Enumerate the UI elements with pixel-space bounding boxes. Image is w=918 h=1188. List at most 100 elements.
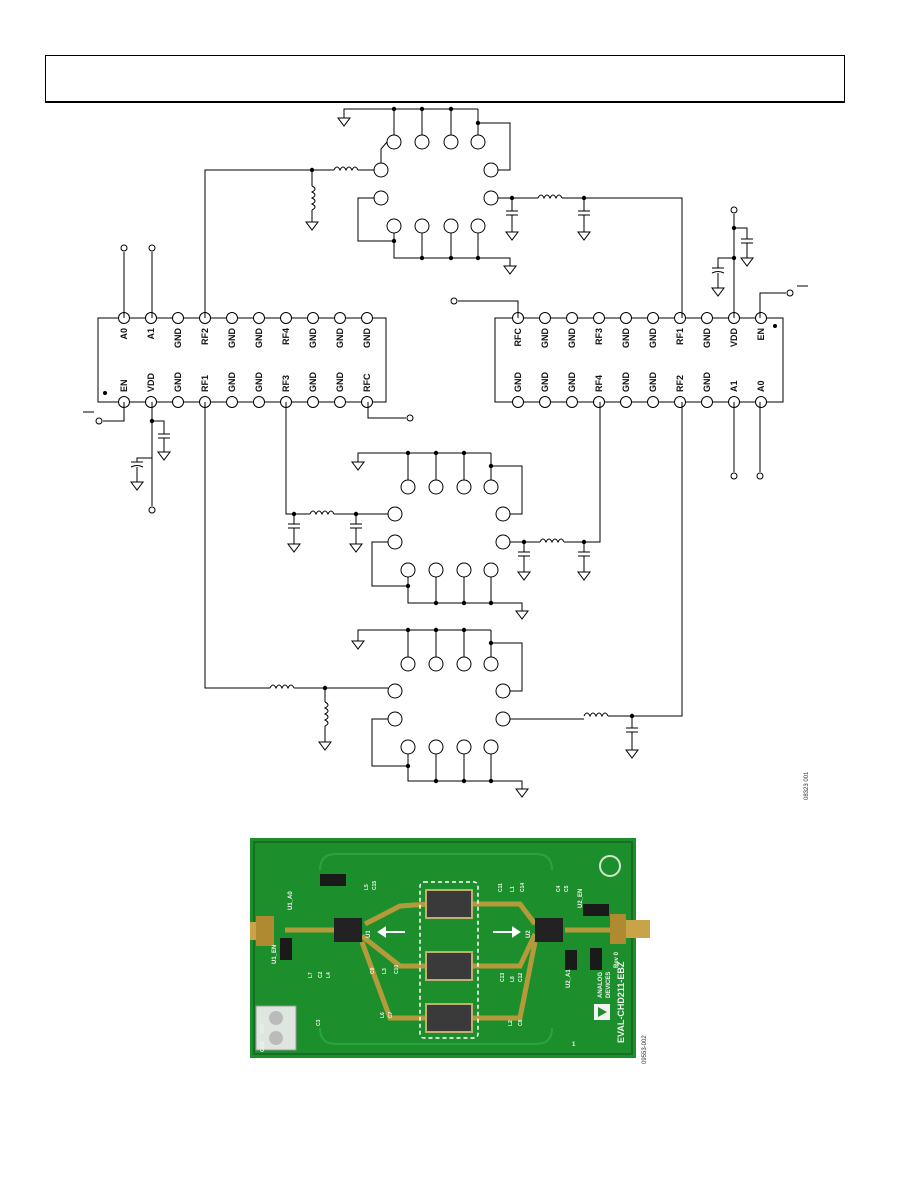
u1-top-pin-pad	[334, 312, 346, 324]
u2-top-pin-pad	[755, 312, 767, 324]
brand-logo-triangle	[598, 1007, 607, 1017]
u1-top-pin-pad	[253, 312, 265, 324]
silk-c9: C9	[370, 967, 376, 974]
board-mark-icon	[599, 855, 621, 877]
silk-l7: L7	[308, 972, 314, 978]
u2-bottom-pin-pad	[593, 396, 605, 408]
filter-3-bottom	[204, 402, 683, 789]
u1-bottom-pin-pad	[172, 396, 184, 408]
silk-l1: L1	[510, 886, 516, 892]
silk-c5: C5	[564, 885, 570, 892]
u2-top-pin-label: VDD	[729, 328, 739, 348]
silk-l2: L2	[508, 1020, 514, 1026]
u2-top-pin-label: EN	[756, 328, 766, 341]
u1-top-pin-label: GND	[362, 328, 372, 349]
silk-l6: L6	[380, 1012, 386, 1018]
u2-bottom-pin-pad	[674, 396, 686, 408]
u1-bottom-pin-pad	[334, 396, 346, 408]
u2-top-pin-pad	[647, 312, 659, 324]
u2-ic-body	[494, 317, 784, 403]
u2-top-pin-label: GND	[648, 328, 658, 349]
u2-bottom-pin-label: A1	[729, 380, 739, 392]
photo-figure-id: 09553-002	[642, 1035, 648, 1064]
u2-top-pin-label: RFC	[513, 328, 523, 347]
u2-supply-and-control	[450, 206, 808, 480]
silk-l5: L5	[364, 884, 370, 890]
silk-c14: C14	[520, 883, 526, 892]
silk-brand-line1: ANALOG	[598, 972, 604, 998]
u2-top-pin-pad	[566, 312, 578, 324]
u1-top-pin-label: GND	[173, 328, 183, 349]
u2-bottom-pin-pad	[701, 396, 713, 408]
u2-bottom-pin-label: GND	[702, 372, 712, 393]
u1-top-pin-pad	[145, 312, 157, 324]
silk-l8: L8	[510, 976, 516, 982]
u1-bottom-pin-label: GND	[308, 372, 318, 393]
u2-chip	[535, 918, 563, 942]
silk-u1-en: U1_EN	[272, 945, 278, 964]
silk-brand-line2: DEVICES	[606, 972, 612, 998]
jumpers	[280, 874, 609, 970]
silk-u2-en: U2_EN	[578, 889, 584, 908]
u2-top-pin-pad	[701, 312, 713, 324]
u2-bottom-pin-label: A0	[756, 380, 766, 392]
u1-bottom-pin-pad	[307, 396, 319, 408]
silk-c12: C12	[518, 973, 524, 982]
u1-bottom-pin-pad	[226, 396, 238, 408]
page-header-box	[45, 55, 845, 103]
u1-bottom-pin-pad	[145, 396, 157, 408]
power-terminal-block	[255, 1005, 297, 1051]
u2-bottom-pin-label: GND	[648, 372, 658, 393]
evaluation-board-photo: EVAL-CHD211-EBZ ANALOG DEVICES Rev 0 U1_…	[210, 838, 668, 1075]
u1-top-pin-label: A1	[146, 328, 156, 340]
u2-bottom-pin-pad	[620, 396, 632, 408]
silk-pin1: 1	[572, 1042, 576, 1048]
u1-bottom-pin-label: EN	[119, 379, 129, 392]
silk-c3: C3	[316, 1019, 322, 1026]
u1-top-pin-pad	[226, 312, 238, 324]
u2-bottom-pin-pad	[539, 396, 551, 408]
u1-bottom-pin-label: RF3	[281, 375, 291, 392]
u1-bottom-pin-label: RFC	[362, 373, 372, 392]
silk-l3: L3	[382, 968, 388, 974]
u1-top-pin-pad	[361, 312, 373, 324]
u1-chip	[334, 918, 362, 942]
u2-pin-pads	[512, 312, 767, 408]
u2-bottom-pin-label: GND	[513, 372, 523, 393]
silk-u1-a0: U1_A0	[288, 891, 294, 910]
u2-top-pin-pad	[620, 312, 632, 324]
u2-top-pin-label: GND	[567, 328, 577, 349]
silk-vdd: VDD	[260, 1023, 266, 1034]
silk-c4: C4	[556, 885, 562, 892]
signal-arrows	[377, 926, 521, 938]
u1-bottom-pin-label: GND	[254, 372, 264, 393]
u2-top-pin-label: GND	[540, 328, 550, 349]
silk-c11: C11	[498, 883, 504, 892]
u1-top-pin-pad	[307, 312, 319, 324]
filter-2-middle	[285, 402, 601, 611]
u1-bottom-pin-label: RF1	[200, 375, 210, 392]
silk-c13: C13	[500, 973, 506, 982]
u2-top-pin-pad	[674, 312, 686, 324]
u1-bottom-pin-pad	[361, 396, 373, 408]
silk-u1: U1	[366, 930, 372, 938]
u1-top-pin-pad	[172, 312, 184, 324]
u2-bottom-pin-label: RF2	[675, 375, 685, 392]
u1-top-pin-label: RF2	[200, 328, 210, 345]
silk-l4: L4	[326, 972, 332, 978]
u1-top-pin-label: GND	[227, 328, 237, 349]
u2-bottom-pin-label: GND	[540, 372, 550, 393]
saw-filters	[425, 889, 473, 1033]
filter-highlight-box	[419, 881, 479, 1039]
u2-top-pin-label: GND	[621, 328, 631, 349]
silk-c10: C10	[394, 965, 400, 974]
u2-bottom-pin-label: RF4	[594, 375, 604, 392]
u1-top-pin-label: GND	[335, 328, 345, 349]
silk-u2-a1: U2_A1	[566, 969, 572, 988]
u2-bottom-pin-pad	[647, 396, 659, 408]
silk-c8: C8	[518, 1019, 524, 1026]
u1-pin-pads	[118, 312, 373, 408]
